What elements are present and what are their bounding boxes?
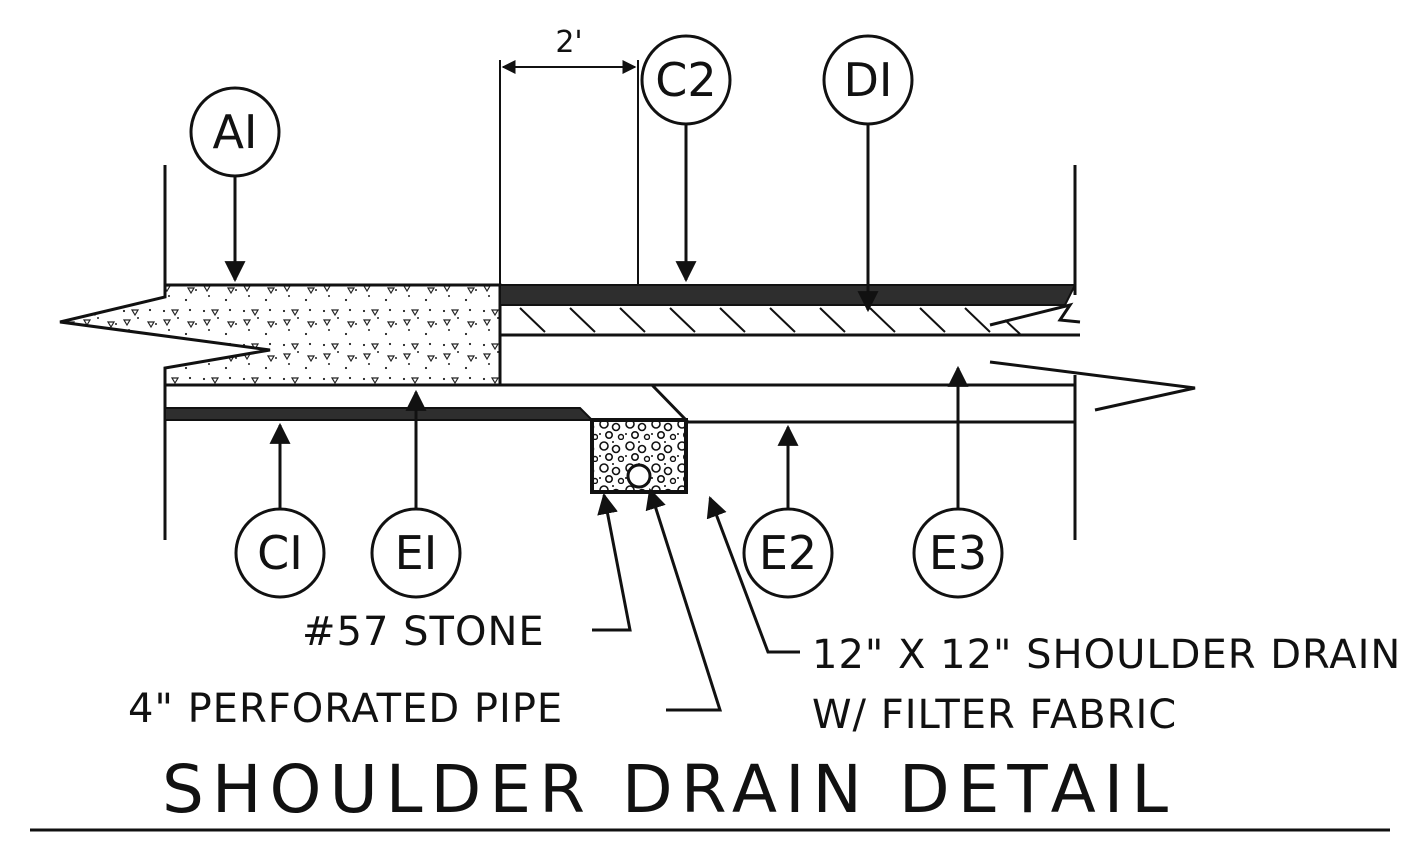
- right-break-line: [989, 302, 1081, 327]
- leader-stone: [592, 492, 632, 632]
- concrete-layer: [59, 283, 502, 387]
- dimension-label: 2': [555, 25, 582, 60]
- callout-e3: E3: [912, 365, 1004, 599]
- svg-text:AI: AI: [212, 105, 257, 159]
- callout-a1: AI: [189, 86, 281, 283]
- page-title: SHOULDER DRAIN DETAIL: [162, 751, 1176, 828]
- svg-text:EI: EI: [395, 526, 438, 580]
- svg-text:E3: E3: [929, 526, 987, 580]
- callout-e2: E2: [742, 424, 834, 599]
- leader-pipe: [645, 487, 723, 712]
- svg-text:DI: DI: [844, 53, 893, 107]
- callout-c1: CI: [234, 422, 326, 599]
- note-pipe: 4" PERFORATED PIPE: [128, 686, 563, 732]
- note-stone: #57 STONE: [302, 609, 545, 655]
- svg-text:E2: E2: [759, 526, 817, 580]
- callout-c2: C2: [640, 34, 732, 283]
- note-drain-line1: 12" X 12" SHOULDER DRAIN: [812, 632, 1401, 678]
- asphalt-surface-layer: [499, 284, 1077, 306]
- hatched-base-course: [500, 305, 1080, 335]
- perforated-pipe: [626, 463, 652, 489]
- svg-text:CI: CI: [257, 526, 303, 580]
- right-break-symbol: [989, 360, 1196, 412]
- leader-drain: [706, 496, 800, 654]
- note-drain-line2: W/ FILTER FABRIC: [812, 692, 1177, 738]
- hatch-lines: [519, 307, 1021, 335]
- callout-d1: DI: [822, 34, 914, 313]
- callout-e1: EI: [370, 389, 462, 599]
- svg-text:C2: C2: [655, 53, 716, 107]
- asphalt-base-layer: [164, 407, 595, 421]
